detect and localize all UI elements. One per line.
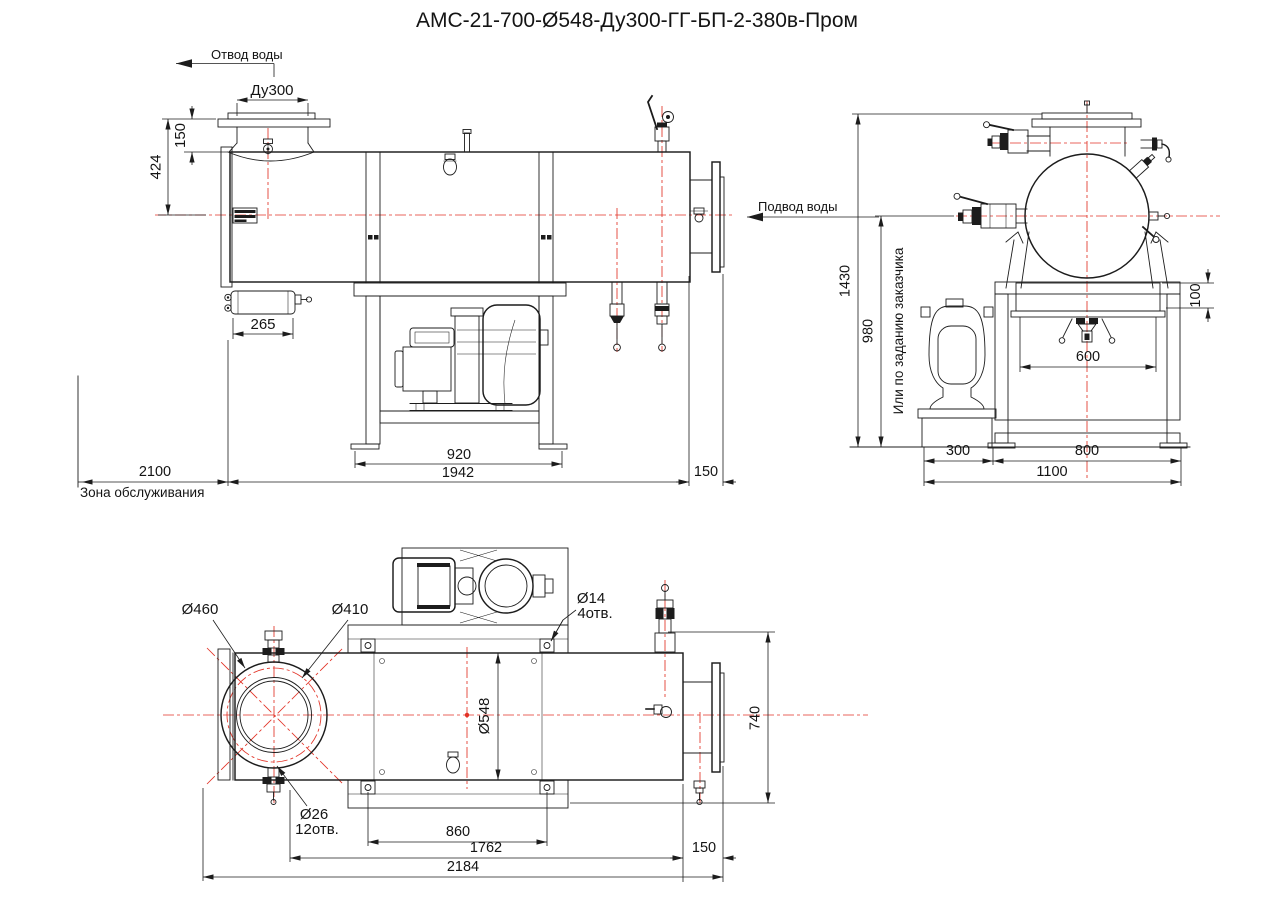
service-zone-label: Зона обслуживания [80, 485, 204, 500]
vessel-shell-side [220, 146, 691, 288]
nameplate [232, 207, 258, 224]
dim-1942: 1942 [442, 465, 474, 481]
dim-2184: 2184 [447, 859, 479, 875]
outlet-callout: Отвод воды [176, 47, 283, 77]
top-dimensions: Ø548 740 860 1762 150 2184 [202, 631, 775, 882]
dim-1430: 1430 [838, 265, 854, 297]
label-dia410: Ø410 [332, 601, 369, 618]
frame-front [987, 281, 1188, 449]
top-flange-front [1031, 100, 1142, 157]
right-fittings [1128, 137, 1172, 243]
dim-424: 424 [148, 154, 165, 179]
label-dia26-holes: 12отв. [295, 821, 339, 838]
drawing-title: АМС-21-700-Ø548-Ду300-ГГ-БП-2-380в-Пром [416, 9, 858, 32]
sampling-valve-top [654, 584, 676, 653]
dim-548: Ø548 [476, 698, 493, 735]
front-view: 1430 980 Или по заданию заказчика 100 60… [838, 100, 1220, 486]
dim-2100: 2100 [139, 464, 171, 480]
side-view: Отвод воды Подвод воды Ду300 150 [77, 47, 879, 500]
pump-front [917, 298, 997, 448]
drain-valve-left [609, 281, 625, 352]
dim-980: 980 [861, 319, 877, 343]
vessel-shell-top [217, 648, 684, 781]
front-dimensions: 1430 980 Или по заданию заказчика 100 60… [838, 113, 1214, 486]
dim-150-right: 150 [694, 464, 718, 480]
dim-860: 860 [446, 824, 470, 840]
inlet-callout: Подвод воды [747, 199, 879, 222]
label-dia14: Ø14 [577, 590, 605, 607]
air-vent-valve-side [443, 153, 457, 176]
air-vent-top [446, 751, 460, 774]
frame-top [347, 624, 569, 809]
label-dia26: Ø26 [300, 806, 328, 823]
drain-top [693, 780, 706, 806]
angled-air-vent [1128, 153, 1156, 180]
side-centerlines [155, 106, 732, 352]
dim-265: 265 [250, 316, 275, 333]
label-dia14-holes: 4отв. [577, 605, 612, 622]
flange-bottom-fitting [262, 767, 285, 805]
pump-side [394, 304, 549, 411]
drain-valve-right [654, 281, 670, 352]
outlet-label: Отвод воды [211, 47, 283, 62]
top-centerlines [163, 580, 868, 806]
dim-150-flange: 150 [172, 123, 189, 148]
du300-flange-top [220, 630, 328, 805]
label-dia460: Ø460 [182, 601, 219, 618]
safety-valve-with-gauge [647, 94, 674, 153]
flange-top-fitting [262, 630, 285, 663]
inlet-flange-side [689, 161, 725, 273]
front-centerlines [956, 101, 1220, 479]
top-labels: Ø460 Ø410 Ø14 4отв. Ø26 12отв. [182, 590, 613, 838]
dim-100: 100 [1188, 283, 1204, 307]
drain-valves [609, 281, 670, 352]
frame-side [350, 282, 568, 450]
pump-top [392, 547, 569, 626]
saddle-supports-front [1005, 231, 1169, 289]
top-view: Ø460 Ø410 Ø14 4отв. Ø26 12отв. Ø548 740 [163, 547, 868, 882]
lower-ball-valve [953, 192, 1028, 229]
upper-ball-valve [983, 121, 1051, 154]
dim-du300: Ду300 [250, 82, 293, 99]
dim-740: 740 [748, 706, 764, 730]
customer-note: Или по заданию заказчика [891, 247, 906, 414]
lower-chamber [224, 290, 313, 315]
dim-1100: 1100 [1036, 464, 1067, 480]
inlet-flange-top [682, 662, 725, 773]
inlet-label: Подвод воды [758, 199, 837, 214]
mid-valve-top [645, 704, 672, 718]
dim-800: 800 [1075, 443, 1099, 459]
dim-150-top: 150 [692, 840, 716, 856]
drip-tray [1010, 282, 1166, 344]
dim-920: 920 [447, 447, 471, 463]
dim-600: 600 [1076, 349, 1100, 365]
outlet-nozzle-du300 [217, 112, 331, 162]
tray-drain-funnel [1058, 318, 1116, 344]
dim-1762: 1762 [470, 840, 502, 856]
side-dimensions: Ду300 150 424 265 2100 [78, 82, 736, 500]
dim-300: 300 [946, 443, 970, 459]
vent-pipe [462, 129, 472, 153]
